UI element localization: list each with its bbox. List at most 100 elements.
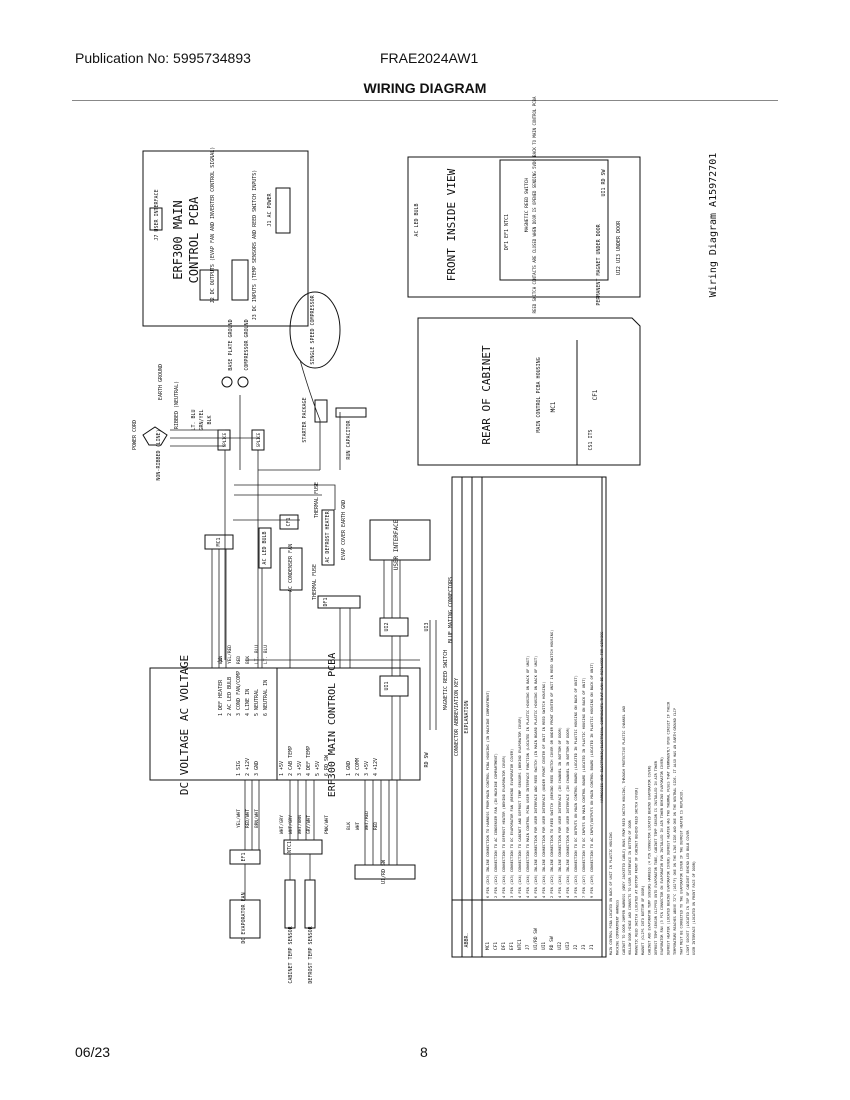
j2-pin-label: 3 GND <box>254 761 260 776</box>
ac-pin-label: 6 NEUTRAL IN <box>263 680 269 716</box>
ui3-connector: UI3 <box>424 622 430 631</box>
main-pcba-title: ERF300 MAIN <box>171 200 185 279</box>
schematic-components: MC1 CF1 AC CONDENSER FAN AC LED BULB AC … <box>204 482 454 768</box>
front-connectors: DF1 EF1 NTC1 <box>504 214 510 250</box>
j2-pin-wire: YEL/WHT <box>236 809 242 828</box>
defrost-heater-label: AC DEFROST HEATER <box>325 510 331 562</box>
abbrev-row-text: 9 PIN (1X9) CONNECTION TO AC INPUT/OUTPU… <box>590 662 594 898</box>
splice-1: SPLICE <box>222 432 227 447</box>
splice-2: SPLICE <box>256 432 261 447</box>
abbrev-row-text: 4 PIN (1X4) INLINE CONNECTION FOR USER I… <box>566 727 570 898</box>
harness-note: DEFROST TEMP SENSOR CLIPPED ONTO EVAPORA… <box>654 760 658 955</box>
model-number: FRAE2024AW1 <box>380 50 479 66</box>
main-pcba-title2: CONTROL PCBA <box>187 196 201 283</box>
harness-note: HOLLOW DOOR HINGE AND CONNECTS TO USER I… <box>628 819 632 955</box>
ntc1-connector: NTC1 <box>287 841 293 853</box>
j7-pin-wire: WHT/RED <box>364 811 370 830</box>
power-cord-label: POWER CORD <box>132 420 138 450</box>
abbrev-row-text: 4 PIN (1X4) CONNECTION TO DEFROST HEATER… <box>502 755 506 898</box>
abbrev-row-key: UI3 <box>565 942 571 950</box>
j7-pin-label: 4 +12V <box>373 758 379 776</box>
base-ground-label: BASE PLATE GROUND <box>228 319 234 370</box>
compressor-group: SINGLE SPEED COMPRESSOR STARTER PACKAGE … <box>158 291 367 470</box>
abbrev-row-key: MC1 <box>485 942 491 950</box>
front-ui-door: UI2 UI3 UNDER DOOR <box>616 220 622 275</box>
footer-page-number: 8 <box>420 1044 428 1060</box>
abbrev-col1: ABBR. <box>464 932 470 947</box>
ac-pin-wire: YEL/RED <box>227 645 233 664</box>
abbrev-row-text: 4 PIN (1X4) INLINE CONNECTION FOR USER I… <box>542 682 546 898</box>
abbrev-row-key: J7 <box>525 944 531 950</box>
abbrev-row-text: 4 PIN (1X4) INLINE CONNECTION FOR USER I… <box>558 727 562 898</box>
j2-pin-wire: RED/WHT <box>245 809 251 828</box>
j3-pin-label: 6 RD SW <box>324 754 330 776</box>
thermal-fuse-top: THERMAL FUSE <box>314 482 320 518</box>
rear-housing: MAIN CONTROL PCBA HOUSING <box>536 357 542 432</box>
ac-pin-label: 1 DEF HEATER <box>218 679 224 716</box>
abbrev-row-text: 2 PIN (1X2) INLINE CONNECTION TO REED SW… <box>550 630 554 898</box>
rear-mc1: MC1 <box>550 401 557 412</box>
front-ui-rdsw: UI1 RD SW <box>601 168 607 196</box>
abbrev-row-text: 4 PIN (1X4) CONNECTION TO MAIN CONTROL P… <box>526 656 530 898</box>
harness-notes: HARNESSES AND ELECTRONIC/ELECTRICAL COMP… <box>600 632 696 955</box>
j7-pin-label: 2 COMM <box>355 758 361 776</box>
harness-note: MAGNET (CLIPS INTO BOTTOM OF DOOR) <box>641 886 645 955</box>
abbreviation-key: CONNECTOR ABBREVIATION KEY ABBR. EXPLANA… <box>451 476 696 958</box>
j3-pin-label: 4 DEF TEMP <box>306 746 312 776</box>
j1-label: J1 AC POWER <box>267 192 273 226</box>
def-sensor-label: DEFROST TEMP SENSOR <box>308 925 314 983</box>
harness-note: LIGHT SOCKET (LOCATED IN TOP OF CABINET … <box>686 830 690 955</box>
front-inside-view: FRONT INSIDE VIEW AC LED BULB DF1 EF1 NT… <box>407 96 641 313</box>
harness-note: THAT MUST BE CONNECTED TO THE EVAPORATOR… <box>679 790 683 955</box>
wiring-lines <box>211 469 437 900</box>
wire-blk: BLK <box>207 415 213 424</box>
wire-ltblu: LT. BLU <box>191 409 197 430</box>
abbrev-row-key: UI/RD SW <box>533 928 539 950</box>
ac-pin-wire: RED <box>236 656 242 664</box>
ac-pin-label: 4 LINE IN <box>245 689 251 716</box>
mc1-connector: MC1 <box>216 537 222 546</box>
abbrev-row-key: J3 <box>581 944 587 950</box>
abbrev-row-text: 6 PIN (2X3) INLINE CONNECTION TO HARNESS… <box>486 690 490 898</box>
rear-cs1: CS1 ITS <box>588 429 594 450</box>
j3-pin-label: 2 CAB TEMP <box>288 746 294 776</box>
ac-pin-wire: LT. BLU <box>254 645 260 664</box>
j2-pin-wire: BRN/WHT <box>254 809 260 828</box>
j1-block-label: J1 <box>217 658 223 664</box>
cond-fan-label: AC CONDENSER FAN <box>288 544 294 592</box>
j3-pin-label: 1 +5V <box>279 761 285 776</box>
j7-pin-label: 3 +5V <box>364 761 370 776</box>
harness-note: MAGNETIC REED SWITCH (LOCATED AT BOTTOM … <box>635 788 639 955</box>
harness-note: MACHINE COMPARTMENT HARNESS <box>615 900 619 955</box>
abbrev-row-key: J2 <box>573 944 579 950</box>
schematic-board-label: ERF300 MAIN CONTROL PCBA <box>327 653 338 798</box>
j3-label: J3 DC INPUTS (TEMP SENSORS AND REED SWIT… <box>252 170 258 321</box>
front-reed: MAGNETIC REED SWITCH <box>524 178 530 232</box>
harness-note: EVAPORATOR FAN (3 PIN CONNECTOR ON EVAPO… <box>660 757 664 955</box>
rear-of-cabinet: REAR OF CABINET MAIN CONTROL PCBA HOUSIN… <box>417 317 641 466</box>
ui1-connector: UI1 <box>384 681 390 690</box>
ac-pin-label: 3 COND FAN/COMP <box>236 671 242 716</box>
harness-note: MAIN CONTROL PCBA LOCATED ON BACK OF UNI… <box>609 833 613 955</box>
j3-pin-label: 3 +5V <box>297 761 303 776</box>
nonribbed-label: NON-RIBBED (LINE) <box>156 429 162 480</box>
front-view-title: FRONT INSIDE VIEW <box>445 168 458 281</box>
user-interface-label: USER INTERFACE <box>393 519 400 570</box>
harness-note: USER INTERFACE (LOCATED ON FRONT FACE OF… <box>692 861 696 955</box>
blue-mating-label: BLUE MATING CONNECTORS <box>448 577 454 643</box>
abbrev-row-key: NTC1 <box>517 939 523 950</box>
j3-pin-wire: GRY/WHT <box>306 815 312 834</box>
harness-note: CABINET TO DOOR JUMPER HARNESS (GREY JAC… <box>622 706 626 955</box>
schematic-main-board: AC VOLTAGE DC VOLTAGE ERF300 MAIN CONTRO… <box>149 645 421 834</box>
abbrev-row-text: 6 PIN (1X6) INLINE CONNECTION FOR USER I… <box>534 656 538 898</box>
footer-date: 06/23 <box>75 1044 111 1060</box>
abbrev-row-key: UI1 <box>541 942 547 950</box>
harness-note: CABINET AND EVAPORATOR TEMP SENSORS HARN… <box>647 765 651 955</box>
page-title: WIRING DIAGRAM <box>363 80 487 96</box>
abbrev-title: CONNECTOR ABBREVIATION KEY <box>454 678 460 756</box>
header-divider <box>72 100 778 101</box>
harness-note: TEMPERATURE REACHES ABOVE 72°C (162°F) O… <box>673 708 677 955</box>
harness-title: HARNESSES AND ELECTRONIC/ELECTRICAL COMP… <box>600 632 604 803</box>
